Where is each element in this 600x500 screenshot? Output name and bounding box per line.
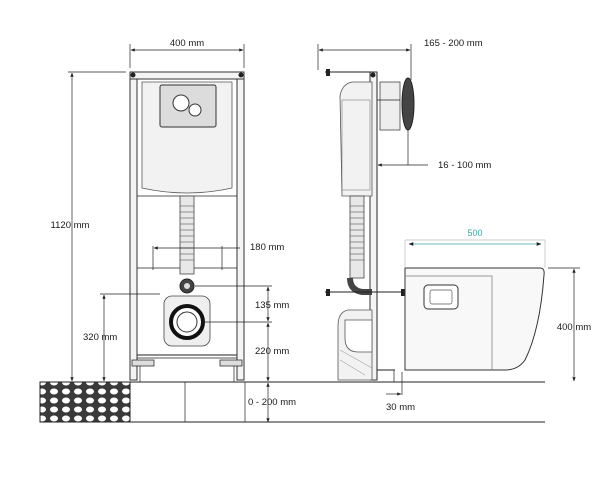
front-frame	[129, 71, 245, 382]
gravel-floor-section	[39, 381, 131, 423]
flush-button-small-icon	[188, 103, 202, 117]
front-width-label: 400 mm	[170, 38, 204, 49]
toilet-bowl	[404, 267, 545, 371]
bowl-height-label: 400 mm	[557, 322, 591, 333]
flush-pipe	[179, 195, 195, 275]
side-depth-label: 165 - 200 mm	[424, 38, 483, 49]
drain-height-label: 220 mm	[255, 346, 289, 357]
flush-button-large-icon	[172, 94, 190, 112]
front-dimensions: 400 mm 1120 mm 180 mm 135 mm 220 mm 320 …	[51, 38, 296, 423]
drain-offset-label: 320 mm	[83, 332, 117, 343]
front-height-label: 1120 mm	[51, 220, 90, 231]
side-frame	[325, 69, 415, 382]
flush-plate-side	[401, 77, 415, 131]
bowl-length-label: 500	[467, 228, 482, 238]
wall-gap-label: 16 - 100 mm	[438, 160, 491, 171]
floor	[39, 381, 545, 423]
floor-gap-label: 30 mm	[386, 402, 415, 413]
drain-inlet-label: 135 mm	[255, 300, 289, 311]
cistern-side	[339, 81, 373, 197]
floor-adjust-label: 0 - 200 mm	[248, 397, 296, 408]
pipe-spacing-label: 180 mm	[250, 242, 284, 253]
side-dimensions: 165 - 200 mm 16 - 100 mm 500 400 mm 30 m…	[317, 38, 591, 413]
bowl-connector	[423, 284, 459, 310]
